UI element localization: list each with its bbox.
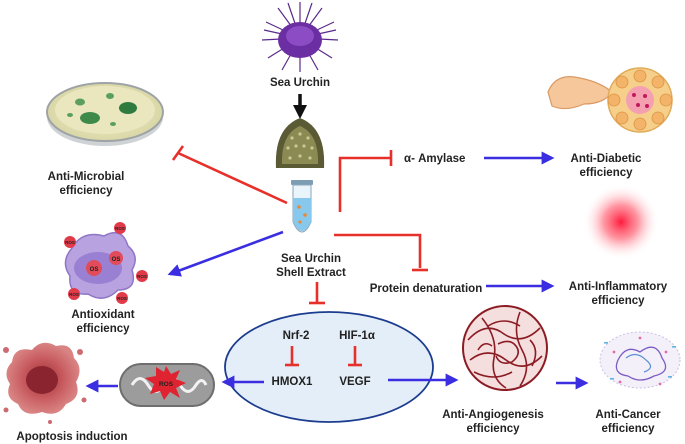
shell-extract-label-line1: Sea Urchin	[281, 253, 341, 265]
extract-tube-image	[291, 180, 313, 233]
inhibit-microbial-bar	[171, 145, 185, 161]
sea-urchin-label: Sea Urchin	[270, 77, 330, 89]
vascular-ball-image	[462, 305, 548, 391]
petri-dish-image	[46, 82, 164, 146]
anti-cancer-label-line2: efficiency	[601, 423, 655, 435]
anti-diabetic-label-line2: efficiency	[579, 167, 633, 179]
protein-denaturation-label: Protein denaturation	[370, 283, 482, 295]
anti-angiogenesis-label-line1: Anti-Angiogenesis	[442, 409, 544, 421]
apoptotic-cell-image	[3, 342, 87, 424]
pancreas-image	[547, 67, 673, 133]
anti-microbial-label-line2: efficiency	[59, 185, 113, 197]
urchin-shell-image	[275, 118, 325, 168]
anti-angiogenesis-label-line2: efficiency	[466, 423, 520, 435]
mitochondria-image: ROS	[119, 363, 215, 407]
shell-extract-label-line2: Shell Extract	[276, 267, 346, 279]
inhibit-protein-line	[334, 233, 422, 268]
alpha-amylase-label: α- Amylase	[404, 153, 465, 165]
ros-star-label-a: ROS	[65, 240, 75, 245]
anti-diabetic-label-line1: Anti-Diabetic	[571, 153, 643, 165]
os-label-1: OS	[90, 267, 99, 273]
anti-microbial-label-line1: Anti-Microbial	[48, 171, 125, 183]
anti-cancer-label-line1: Anti-Cancer	[595, 409, 661, 421]
vegf-label: VEGF	[339, 376, 370, 388]
ros-star-label-d: ROS	[69, 292, 79, 297]
activate-antioxidant-arrow	[167, 230, 284, 277]
ros-star-label-e: ROS	[117, 296, 127, 301]
pathway-ellipse	[224, 311, 434, 423]
inhibit-microbial-line	[177, 151, 288, 205]
hif1a-label: HIF-1α	[339, 330, 375, 342]
os-label-2: OS	[112, 257, 121, 263]
hmox1-label: HMOX1	[272, 376, 314, 388]
antioxidant-label-line1: Antioxidant	[71, 309, 134, 321]
anti-inflammatory-label-line1: Anti-Inflammatory	[569, 281, 668, 293]
ros-mito-label: ROS	[159, 381, 174, 388]
antioxidant-label-line2: efficiency	[76, 323, 130, 335]
cancer-cell-image	[599, 331, 681, 389]
ros-star-label-c: ROS	[137, 274, 147, 279]
nrf2-label: Nrf-2	[283, 330, 310, 342]
anti-inflammatory-label-line2: efficiency	[591, 295, 645, 307]
inhibit-amylase-line	[338, 156, 390, 212]
apoptosis-label: Apoptosis induction	[16, 431, 127, 443]
ros-star-label-b: ROS	[115, 226, 125, 231]
antioxidant-cell-image: OS OS ROS ROS ROS ROS ROS	[64, 222, 148, 304]
sea-urchin-image	[261, 2, 339, 72]
inflammation-image	[583, 184, 659, 260]
